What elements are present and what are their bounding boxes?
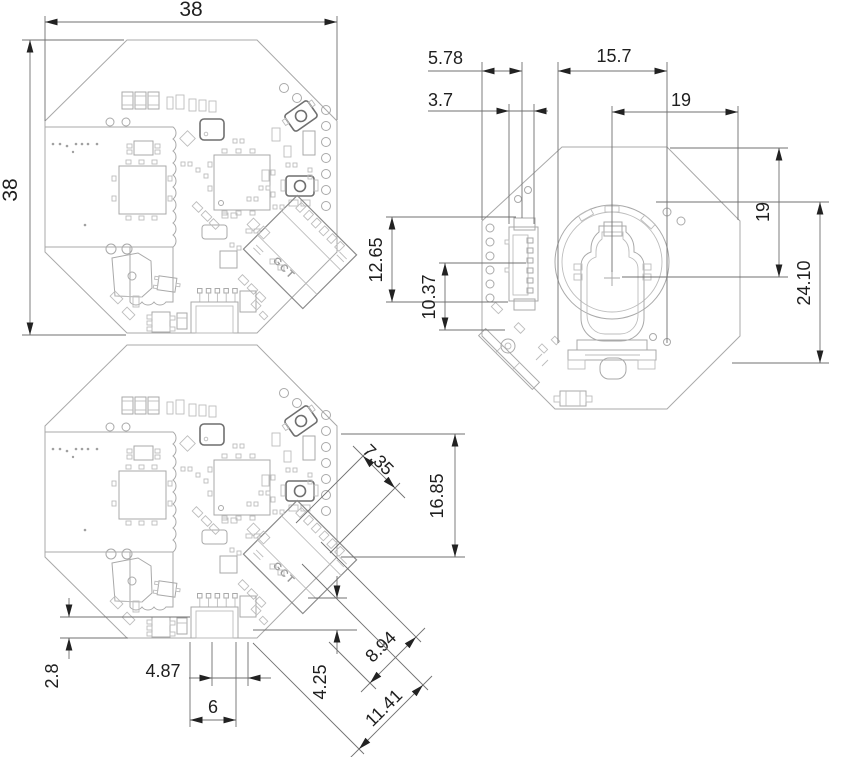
dimension-back-top-left-outer: 5.78 [428,48,523,220]
dimension-connector-upper: 4.87 [145,642,271,686]
dimension-board-height: 38 [0,39,126,336]
jst-connector [504,217,539,311]
dim-label-10-37: 10.37 [419,274,439,319]
dim-label-8-94: 8.94 [361,627,400,666]
dim-label-24-10: 24.10 [794,260,814,305]
dim-label-19-top: 19 [671,90,691,110]
dimension-back-top-right: 19 [611,90,739,272]
dim-label-11-41: 11.41 [361,685,406,730]
dim-label-12-65: 12.65 [366,237,386,282]
dim-label-board-height: 38 [0,178,22,201]
dimension-back-right-upper: 19 [622,147,788,278]
dimension-vertical-right: 4.25 [253,576,357,700]
back-edge-pads [485,186,686,346]
back-bottom-component [553,390,593,407]
dimension-connector-lower: 6 [189,642,237,727]
view-front-top: 38 38 [0,0,358,336]
battery-holder [554,204,670,380]
dimension-back-left-upper: 12.65 [366,216,516,303]
dimension-back-top-left-inner: 3.7 [428,90,548,224]
dim-label-16-85: 16.85 [427,473,447,518]
dimension-diagonal-upper: 7.35 [295,440,406,554]
dim-label-4-87: 4.87 [145,661,180,681]
view-front-bottom: 2.8 4.87 6 4.25 16.85 [42,344,465,757]
dim-label-7-35: 7.35 [359,440,398,479]
dim-label-board-width: 38 [179,0,202,21]
dim-label-19-right: 19 [753,202,773,222]
dimension-bottom-left-edge: 2.8 [42,598,190,689]
dim-label-3-7: 3.7 [428,90,453,110]
dim-label-6: 6 [208,697,218,717]
dimension-right-edge: 16.85 [341,433,465,558]
dim-label-5-78: 5.78 [428,48,463,68]
dim-label-4-25: 4.25 [310,664,330,699]
dimension-back-top-center: 15.7 [557,46,668,343]
dim-label-15-7: 15.7 [596,46,631,66]
chamfer-antenna-strip [477,327,541,391]
back-board-outline [481,146,741,410]
dim-label-2-8: 2.8 [42,663,62,688]
dimension-diagonal-middle: 8.94 [320,541,426,693]
dimension-back-left-lower: 10.37 [419,262,526,331]
dimension-back-right-lower: 24.10 [656,201,829,364]
dimension-board-width: 38 [44,0,338,121]
view-back: 5.78 3.7 15.7 19 12.65 [366,46,829,410]
mounting-boss [500,338,516,354]
dimension-diagonal-lower: 11.41 [252,563,433,757]
